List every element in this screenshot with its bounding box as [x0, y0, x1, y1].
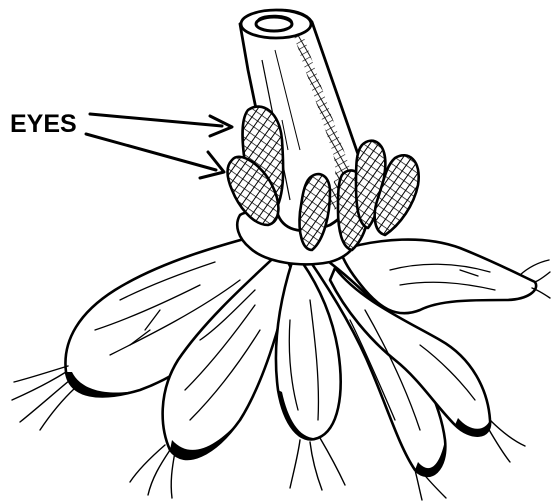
eyes-label: EYES — [10, 110, 77, 138]
eyes-callout: EYES — [10, 110, 232, 178]
roots — [65, 232, 536, 476]
arrow-upper — [90, 114, 232, 136]
arrow-lower — [86, 134, 224, 178]
